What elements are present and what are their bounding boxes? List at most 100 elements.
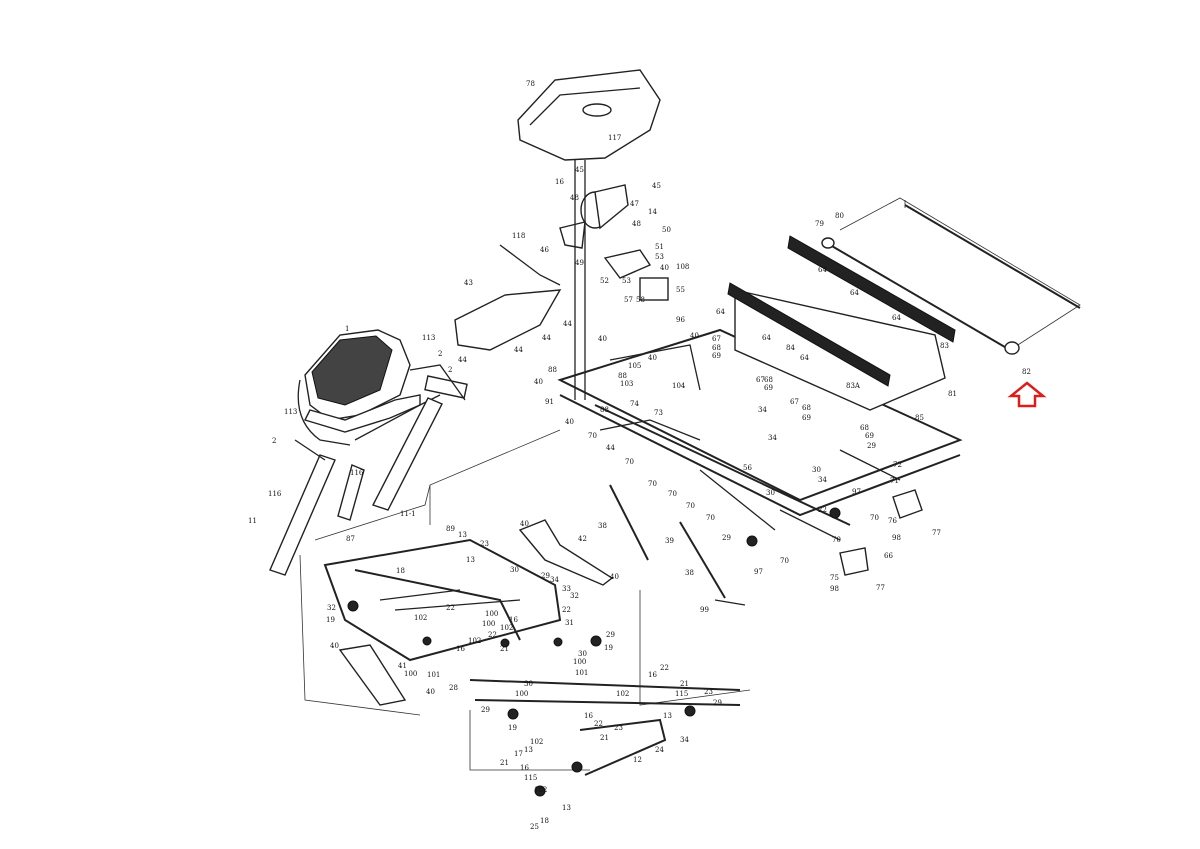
- callout: 70: [706, 514, 715, 522]
- callout: 34: [818, 476, 827, 484]
- callout: 100: [515, 690, 528, 698]
- callout: 101: [427, 671, 440, 679]
- callout: 40: [648, 354, 657, 362]
- callout: 32: [327, 604, 336, 612]
- callout: 19: [604, 644, 613, 652]
- callout: 69: [712, 352, 721, 360]
- callout: 96: [676, 316, 685, 324]
- side-rail-rear: [787, 235, 956, 343]
- callout: 74: [630, 400, 639, 408]
- callout: 87: [346, 535, 355, 543]
- callout: 31: [565, 619, 574, 627]
- callout: 19: [508, 724, 517, 732]
- callout: 40: [565, 418, 574, 426]
- callout: 29: [867, 442, 876, 450]
- base-frame-subassembly: [299, 429, 751, 771]
- callout: 14: [648, 208, 657, 216]
- callout: 16: [584, 712, 593, 720]
- callout: 19: [326, 616, 335, 624]
- callout: 70: [686, 502, 695, 510]
- callout: 51: [655, 243, 664, 251]
- callout: 69: [865, 432, 874, 440]
- callout: 40: [660, 264, 669, 272]
- callout: 77: [876, 584, 885, 592]
- callout: 34: [758, 406, 767, 414]
- callout: 28: [449, 684, 458, 692]
- callout: 88: [600, 406, 609, 414]
- callout: 12: [633, 756, 642, 764]
- callout: 30: [766, 489, 775, 497]
- callout: 13: [663, 712, 672, 720]
- callout: 64: [818, 266, 827, 274]
- callout: 55: [676, 286, 685, 294]
- callout: 70: [870, 514, 879, 522]
- highlight-arrow-icon: [1007, 381, 1047, 408]
- callout: 42: [578, 535, 587, 543]
- callout: 16: [509, 616, 518, 624]
- callout: 30: [578, 650, 587, 658]
- callout: 70: [625, 458, 634, 466]
- callout: 38: [685, 569, 694, 577]
- incline-struts: [609, 484, 746, 606]
- callout: 64: [800, 354, 809, 362]
- callout: 97: [754, 568, 763, 576]
- callout: 82: [1022, 368, 1031, 376]
- callout: 48: [632, 220, 641, 228]
- callout: 44: [458, 356, 467, 364]
- callout: 53: [622, 277, 631, 285]
- callout: 29: [606, 631, 615, 639]
- callout: 11-1: [400, 510, 416, 518]
- callout: 56: [743, 464, 752, 472]
- callout: 32: [570, 592, 579, 600]
- callout: 97: [852, 488, 861, 496]
- callout: 13: [562, 804, 571, 812]
- callout: 40: [598, 335, 607, 343]
- callout: 105: [628, 362, 641, 370]
- callout: 67: [712, 335, 721, 343]
- callout: 57: [624, 296, 633, 304]
- callout: 78: [526, 80, 535, 88]
- callout: 113: [284, 408, 297, 416]
- callout: 22: [660, 664, 669, 672]
- callout: 100: [573, 658, 586, 666]
- callout: 30: [510, 566, 519, 574]
- callout: 79: [815, 220, 824, 228]
- callout: 44: [563, 320, 572, 328]
- callout: 68: [802, 404, 811, 412]
- callout: 116: [268, 490, 282, 498]
- callout: 21: [680, 680, 689, 688]
- callout: 115: [675, 690, 688, 698]
- callout: 68: [712, 344, 721, 352]
- callout: 64: [892, 314, 901, 322]
- callout: 34: [550, 576, 559, 584]
- callout: 72: [893, 461, 902, 469]
- callout: 64: [850, 289, 859, 297]
- callout: 40: [330, 642, 339, 650]
- callout: 30: [812, 466, 821, 474]
- callout: 40: [534, 378, 543, 386]
- callout: 16: [520, 764, 529, 772]
- callout: 88: [618, 372, 627, 380]
- side-rail-front: [727, 282, 891, 387]
- front-roller: [821, 237, 1011, 351]
- callout: 77: [932, 529, 941, 537]
- callout: 69: [802, 414, 811, 422]
- callout: 103: [620, 380, 633, 388]
- callout: 85: [915, 414, 924, 422]
- callout: 71: [890, 477, 899, 485]
- callout-labels: 78 117 16 45 45 48 47 14 48 50 118 46 49…: [248, 80, 1031, 831]
- callout: 21: [500, 759, 509, 767]
- callout: 18: [540, 817, 549, 825]
- motor-hood: [517, 69, 661, 161]
- callout: 52: [600, 277, 609, 285]
- callout: 22: [594, 720, 603, 728]
- callout: 45: [652, 182, 661, 190]
- callout: 29: [481, 706, 490, 714]
- callout: 22: [562, 606, 571, 614]
- lower-rear-frame: [469, 679, 741, 797]
- callout: 44: [606, 444, 615, 452]
- callout: 80: [835, 212, 844, 220]
- callout: 70: [668, 490, 677, 498]
- callout: 29: [541, 572, 550, 580]
